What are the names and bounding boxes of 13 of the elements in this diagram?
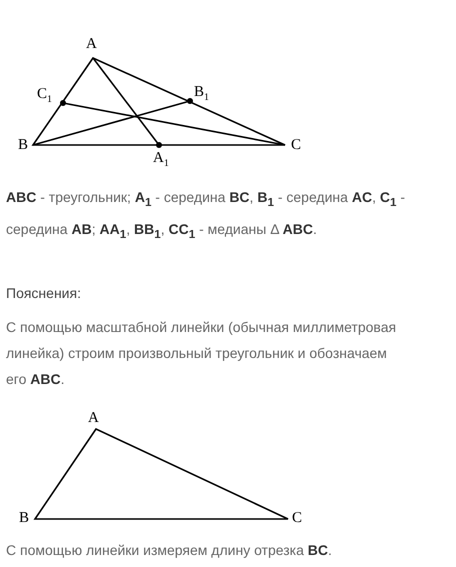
- vertex-label: B: [18, 137, 28, 153]
- vertex-label: B: [19, 510, 30, 526]
- vertex-label: A: [86, 36, 97, 52]
- vertex-label: C: [291, 137, 302, 153]
- point-label: C$_{1}$: [37, 86, 52, 107]
- vertex-label: A: [88, 410, 99, 426]
- instruction-paragraph: С помощью линейки измеряем длину отрезка BC.: [6, 541, 333, 560]
- description-paragraph: ABC - треугольник; A$_{1}$ - середина BC, B$_{1}$ - середина AC, C$_{1}$ - середина AB; AA$_{1}$, BB$_{1}$, CC$_{1}$ - медианы Δ ABC.: [6, 188, 406, 243]
- point-label: B$_{1}$: [194, 84, 210, 105]
- section-heading: Пояснения:: [6, 284, 82, 303]
- explanation-paragraph: С помощью масштабной линейки (обычная миллиметровая линейка) строим произвольный треугольник и обозначаем его ABC.: [6, 318, 398, 389]
- vertex-label: C: [292, 510, 302, 526]
- point-label: A$_{1}$: [153, 150, 169, 171]
